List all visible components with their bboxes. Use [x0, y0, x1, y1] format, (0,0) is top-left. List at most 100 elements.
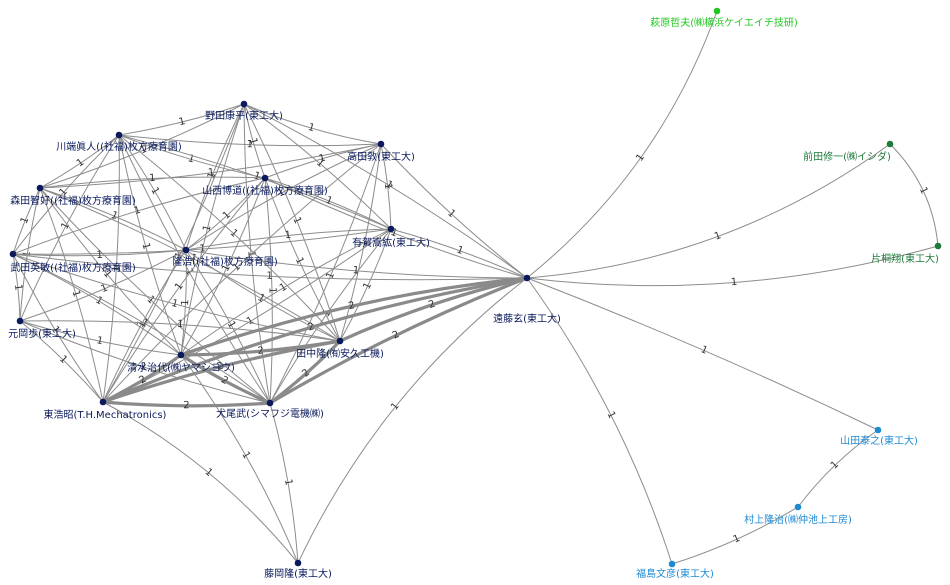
edge-kawabata-yamanishi	[118, 134, 266, 179]
edge-weight-label: 1	[101, 268, 114, 280]
edge-weight-label: 1	[318, 153, 327, 165]
edge-takada-ariga	[380, 143, 392, 230]
edge-noda-kawabata	[118, 103, 245, 136]
edge-weight-label: 1	[605, 410, 618, 421]
edge-weight-label: 1	[177, 319, 184, 330]
edge-weight-label: 1	[732, 533, 742, 546]
node-shimizu[interactable]	[177, 351, 185, 359]
edge-weight-label: 2	[427, 299, 437, 311]
edge-tanaka-endo	[339, 276, 528, 343]
edge-weight-label: 1	[133, 205, 142, 217]
edge-inuo-fujioka	[269, 402, 299, 564]
edge-weight-label: 1	[111, 265, 122, 272]
edge-weight-label: 1	[247, 137, 259, 146]
edge-weight-label: 1	[203, 466, 215, 479]
edge-weight-label: 1	[93, 295, 104, 308]
edge-weight-label: 1	[208, 167, 216, 179]
edge-takada-yamanishi	[264, 143, 382, 179]
node-kawabata[interactable]	[115, 131, 123, 139]
node-label-tanaka: 田中隆(㈲安久工機)	[296, 347, 384, 360]
node-yamanishi[interactable]	[261, 174, 269, 182]
node-motooka[interactable]	[16, 317, 24, 325]
edge-weight-label: 2	[137, 374, 148, 387]
node-inuo[interactable]	[266, 399, 274, 407]
node-mid[interactable]	[182, 246, 190, 254]
node-fujioka[interactable]	[294, 559, 302, 567]
node-maeda[interactable]	[886, 140, 894, 148]
edge-takada-mid	[185, 143, 382, 251]
edge-weight-label: 1	[290, 216, 303, 226]
edge-weight-label: 1	[455, 245, 465, 258]
node-morita[interactable]	[36, 184, 44, 192]
node-label-katagiri: 片桐翔(東工大)	[871, 252, 939, 265]
edge-weight-label: 1	[256, 292, 267, 305]
edge-weight-label: 1	[183, 267, 196, 278]
edge-weight-label: 1	[634, 152, 647, 164]
edge-weight-label: 1	[276, 187, 287, 200]
edge-weight-label: 1	[149, 173, 156, 184]
edge-ariga-shimizu	[180, 228, 392, 356]
node-fukushima[interactable]	[668, 560, 676, 568]
edge-shimizu-endo	[180, 276, 528, 357]
node-label-yamanishi: 山西博道((社福)枚方療育園)	[202, 184, 328, 197]
edge-weight-label: 1	[389, 401, 402, 413]
edge-weight-label: 1	[382, 182, 394, 190]
node-noda[interactable]	[240, 100, 248, 108]
edge-weight-label: 1	[282, 478, 294, 486]
node-azuma[interactable]	[99, 398, 107, 406]
edge-kawabata-ariga	[118, 134, 392, 230]
node-yamada[interactable]	[874, 426, 882, 434]
edge-weight-label: 1	[239, 450, 252, 461]
node-hagiwara[interactable]	[713, 7, 721, 15]
edge-weight-label: 1	[96, 250, 103, 261]
edge-ariga-endo	[390, 228, 528, 279]
edge-ariga-inuo	[269, 228, 392, 404]
edge-weight-label: 1	[713, 230, 723, 243]
edge-noda-shimizu	[180, 103, 245, 356]
edge-endo-maeda	[526, 143, 891, 279]
edge-weight-label: 2	[183, 400, 189, 411]
edge-noda-azuma	[102, 103, 245, 403]
node-takada[interactable]	[377, 140, 385, 148]
edge-shimizu-fujioka	[180, 354, 299, 564]
edge-kawabata-takada	[118, 134, 382, 147]
edge-noda-endo	[243, 103, 528, 279]
edge-mid-motooka	[19, 249, 187, 322]
edge-takeda-motooka	[12, 253, 21, 322]
node-tanaka[interactable]	[336, 337, 344, 345]
edge-mid-endo	[185, 249, 528, 279]
edge-yamanishi-endo	[264, 177, 528, 279]
edge-weight-label: 1	[252, 170, 262, 182]
edge-takeda-azuma	[12, 253, 104, 403]
edge-weight-label: 1	[278, 281, 289, 294]
edge-morita-inuo	[39, 187, 271, 404]
node-katagiri[interactable]	[934, 242, 942, 250]
edge-weight-label: 1	[917, 185, 930, 195]
node-endo[interactable]	[523, 274, 531, 282]
edge-kawabata-motooka	[19, 134, 120, 322]
edge-weight-label: 1	[139, 242, 151, 251]
node-murakami[interactable]	[794, 503, 802, 511]
edge-motooka-tanaka	[19, 320, 341, 342]
edge-weight-label: 1	[352, 265, 359, 276]
edge-takada-inuo	[269, 143, 382, 404]
node-ariga[interactable]	[387, 225, 395, 233]
node-label-shimizu: 清水治代(㈱ヤマシヨウ)	[127, 361, 235, 374]
node-label-fukushima: 福島文彦(東工大)	[636, 567, 714, 580]
edge-kawabata-azuma	[102, 134, 120, 403]
edge-noda-yamanishi	[243, 103, 266, 179]
edge-weight-label: 1	[135, 319, 148, 330]
edge-weight-label: 2	[219, 374, 230, 387]
edge-noda-ariga	[243, 103, 392, 230]
edge-morita-takeda	[12, 187, 41, 255]
edge-weight-label: 1	[199, 243, 206, 254]
node-label-hagiwara: 萩原哲夫(㈱横浜ケイエイチ技研)	[650, 16, 798, 29]
node-takeda[interactable]	[9, 250, 17, 258]
node-label-yamada: 山田泰之(東工大)	[840, 434, 918, 447]
edge-weight-label: 1	[699, 344, 709, 357]
edge-weight-label: 1	[109, 210, 119, 223]
edge-weight-label: 1	[321, 308, 334, 320]
edge-morita-azuma	[39, 187, 104, 403]
edge-weight-label: 1	[12, 284, 24, 291]
